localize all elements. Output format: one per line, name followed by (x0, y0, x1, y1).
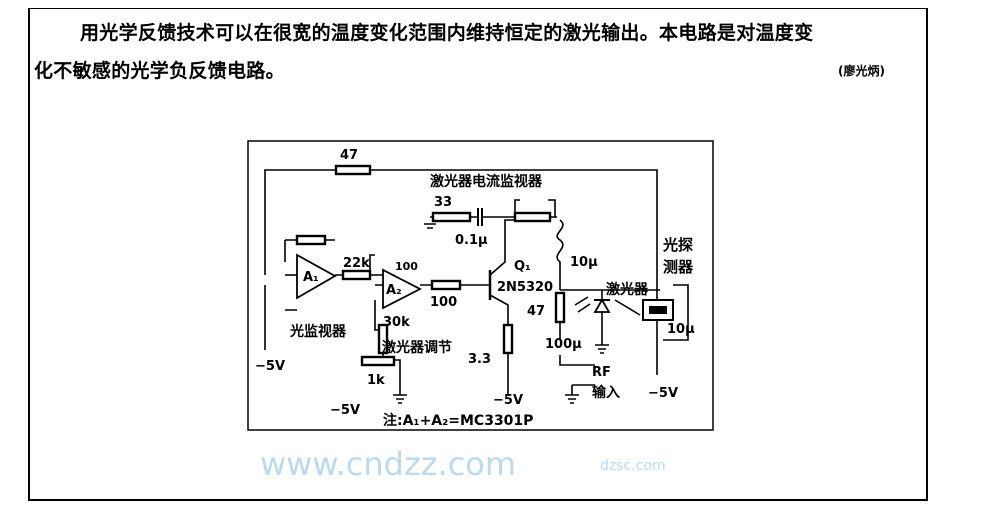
label-q1: Q₁ (514, 259, 531, 274)
resistor-30k (377, 323, 389, 355)
potentiometer-1k (360, 355, 396, 367)
light-arrows (574, 296, 591, 313)
label-laser-adjust: 激光器调节 (382, 339, 452, 356)
label-vneg-right: −5V (648, 386, 678, 401)
label-photodetector-2: 测器 (663, 258, 694, 276)
label-r1k: 1k (367, 373, 385, 388)
label-r100: 100 (430, 295, 457, 310)
watermark: www.cndzz.com (260, 445, 516, 483)
label-c100u: 100μ (545, 337, 582, 352)
label-r22k: 22k (343, 256, 370, 271)
label-note: 注:A₁+A₂=MC3301P (383, 412, 533, 429)
resistor-3.3 (502, 323, 514, 355)
label-laser-current-monitor: 激光器电流监视器 (430, 173, 543, 190)
label-r3.3: 3.3 (468, 352, 491, 367)
page-border (28, 8, 928, 501)
resistor-47 (554, 291, 566, 324)
label-light-monitor: 光监视器 (289, 323, 347, 340)
resistor-a1-feedback (295, 234, 327, 246)
label-a2: A₂ (386, 283, 402, 298)
label-c01: 0.1μ (455, 233, 488, 248)
resistor-22k (341, 269, 372, 281)
paragraph-line-1: 用光学反馈技术可以在很宽的温度变化范围内维持恒定的激光输出。本电路是对温度变 (80, 22, 814, 44)
label-rf: RF (592, 365, 611, 380)
label-r100b: 100 (395, 260, 418, 273)
label-l10u: 10μ (570, 255, 598, 270)
label-vneg-left: −5V (255, 359, 285, 374)
resistor-33 (431, 211, 472, 223)
label-a1: A₁ (303, 270, 319, 285)
label-photodetector-1: 光探 (662, 236, 693, 254)
ground-symbols (393, 223, 609, 404)
label-r33: 33 (434, 195, 452, 210)
paragraph-line-2: 化不敏感的光学负反馈电路。 (34, 60, 285, 82)
resistor-100 (430, 279, 462, 291)
opamp-a2 (382, 268, 422, 310)
label-c10u: 10μ (667, 322, 695, 337)
label-r30k: 30k (383, 315, 410, 330)
diagram-frame (247, 140, 714, 431)
resistor-current-monitor (513, 211, 552, 223)
label-vneg-emitter: −5V (493, 393, 523, 408)
label-input: 输入 (592, 384, 620, 401)
watermark-small: dzsc.com (600, 458, 666, 474)
label-r47-top: 47 (340, 148, 358, 163)
author: (廖光炳) (838, 64, 885, 78)
label-r47: 47 (527, 304, 545, 319)
laser-diode (593, 298, 611, 313)
label-transistor: 2N5320 (497, 280, 553, 295)
label-laser: 激光器 (606, 281, 649, 298)
resistor-47-feedback (334, 164, 372, 176)
labels: 47 激光器电流监视器 33 0.1μ A₁ A₂ 22k 100 100 Q₁… (255, 148, 695, 429)
label-vneg-pot: −5V (330, 403, 360, 418)
opamp-a1 (296, 253, 337, 300)
